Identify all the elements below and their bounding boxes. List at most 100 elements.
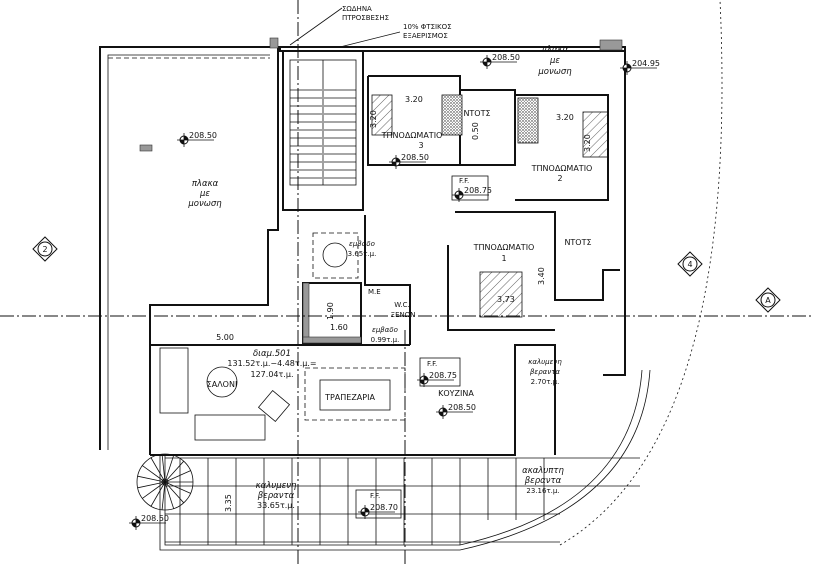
spiral-tread xyxy=(164,481,191,494)
spiral-tread xyxy=(142,465,166,483)
veranda-area: 2.70τ.μ. xyxy=(531,378,560,386)
room-label-dining: ΤΡΑΠΕΖΑΡΙΑ xyxy=(324,393,375,402)
room-number: 3 xyxy=(418,141,423,150)
level-value: 208.75 xyxy=(464,186,492,195)
walls xyxy=(99,0,723,551)
slab-note: με xyxy=(199,189,210,199)
slab-note: πλακα xyxy=(192,179,219,189)
ff-label: F.F. xyxy=(370,492,380,500)
furniture xyxy=(159,94,609,441)
spiral-tread xyxy=(137,481,166,489)
room-label-guest: ΞΕΝΩΝ xyxy=(391,311,416,319)
spiral-tread xyxy=(161,454,166,483)
closet-area: 3.65τ.μ. xyxy=(348,250,377,258)
dimension: 3.35 xyxy=(224,494,233,512)
room-label-me: M.E xyxy=(368,288,381,296)
room-label-bedroom-2: ΤΠΝΟΔΩΜΑΤΙΟ xyxy=(531,164,593,173)
spiral-tread xyxy=(164,460,185,483)
slab-note: μονωση xyxy=(537,67,572,77)
room-label-bedroom-1: ΤΠΝΟΔΩΜΑΤΙΟ xyxy=(473,243,535,252)
spiral-tread xyxy=(164,455,175,483)
dimension: 3.40 xyxy=(537,267,546,285)
room-number: 1 xyxy=(501,254,506,263)
spiral-tread xyxy=(164,470,191,483)
room-label-bedroom-3: ΤΠΝΟΔΩΜΑΤΙΟ xyxy=(381,131,443,140)
veranda-label: βεραντα xyxy=(530,368,560,376)
wc-area-label: εμβαδο xyxy=(372,326,398,334)
room-label-shower: ΝΤΟΤΣ xyxy=(564,238,591,247)
level-value: 208.70 xyxy=(370,503,398,512)
veranda-tile-grid xyxy=(165,457,640,545)
level-marker: 208.50 xyxy=(436,403,476,419)
room-label-living: ΣΑΛΟΝΙ xyxy=(207,380,238,389)
dimension: 5.00 xyxy=(216,333,234,342)
apartment-area-calc: 131.52τ.μ.−4.48τ.μ.= xyxy=(227,359,316,368)
slab-note: με xyxy=(549,56,560,66)
grid-marker-A: A xyxy=(755,287,781,313)
spiral-stair xyxy=(136,453,194,511)
level-marker: 208.75 xyxy=(452,186,492,202)
room-label-shower: ΝΤΟΤΣ xyxy=(463,109,490,118)
grid-label-A: A xyxy=(765,296,771,305)
grid-marker-2: 2 xyxy=(32,236,58,262)
dimension: 1.90 xyxy=(326,302,335,320)
level-marker: 208.50 xyxy=(389,153,429,169)
hydrant-note: ΠΤΡΟΣΒΕΣΗΣ xyxy=(342,14,389,22)
veranda-label: καλυμενη xyxy=(528,358,562,366)
level-marker: 208.75 xyxy=(417,371,457,387)
spiral-tread xyxy=(150,457,166,483)
annotations: ΣΩΔΗΝΑ ΠΤΡΟΣΒΕΣΗΣ 10% ΦΤΣΙΚΟΣ ΕΞΑΕΡΙΣΜΟΣ… xyxy=(187,5,593,519)
level-marker: 208.50 xyxy=(177,131,217,147)
vent-note: ΕΞΑΕΡΙΣΜΟΣ xyxy=(403,32,448,40)
veranda-label: ακαλυπτη xyxy=(522,466,564,476)
veranda-label: καλυμενη xyxy=(256,481,297,491)
hydrant-note: ΣΩΔΗΝΑ xyxy=(342,5,372,13)
grid-label-2: 2 xyxy=(42,245,47,254)
dimension: 1.60 xyxy=(330,323,348,332)
veranda-area: 33.65τ.μ. xyxy=(257,501,295,510)
level-marker: 204.95 xyxy=(620,59,660,75)
level-marker: 208.50 xyxy=(480,53,520,69)
slab-note: πλακα xyxy=(542,45,569,55)
room-label-wc: W.C. xyxy=(394,301,409,309)
level-value: 204.95 xyxy=(632,59,660,68)
room-label-kitchen: ΚΟΥΖΙΝΑ xyxy=(438,389,474,398)
level-value: 208.50 xyxy=(141,514,169,523)
ff-label: F.F. xyxy=(427,360,437,368)
level-value: 208.50 xyxy=(492,53,520,62)
ff-label: F.F. xyxy=(459,177,469,185)
dimension: 3.20 xyxy=(583,134,592,152)
vent-note: 10% ΦΤΣΙΚΟΣ xyxy=(403,23,452,31)
level-marker: 208.50 xyxy=(129,514,169,530)
dimension: 3.20 xyxy=(369,110,378,128)
level-marker: 208.70 xyxy=(358,503,398,519)
spiral-tread xyxy=(150,481,166,507)
spiral-tread xyxy=(142,481,166,499)
grid-label-4: 4 xyxy=(687,260,692,269)
dimension: 0.50 xyxy=(471,122,480,140)
spiral-tread xyxy=(164,481,185,504)
grid-marker-4: 4 xyxy=(677,251,703,277)
level-value: 208.50 xyxy=(401,153,429,162)
closet-label: εμβαδο xyxy=(349,240,375,248)
level-value: 208.50 xyxy=(448,403,476,412)
apartment-area: 127.04τ.μ. xyxy=(251,370,294,379)
wc-area: 0.99τ.μ. xyxy=(371,336,400,344)
level-value: 208.75 xyxy=(429,371,457,380)
spiral-tread xyxy=(164,481,175,509)
veranda-label: βεραντα xyxy=(524,476,562,486)
veranda-area: 23.16τ.μ. xyxy=(526,487,559,495)
level-value: 208.50 xyxy=(189,131,217,140)
spiral-tread xyxy=(161,481,166,510)
slab-note: μονωση xyxy=(187,199,222,209)
apartment-label: διαμ.501 xyxy=(253,349,291,359)
spiral-tread xyxy=(137,475,166,483)
dimension: 3.20 xyxy=(405,95,423,104)
staircase xyxy=(289,59,357,186)
dimension: 3.20 xyxy=(556,113,574,122)
room-number: 2 xyxy=(557,174,562,183)
veranda-label: βεραντα xyxy=(257,491,295,501)
dimension: 3.73 xyxy=(497,295,515,304)
